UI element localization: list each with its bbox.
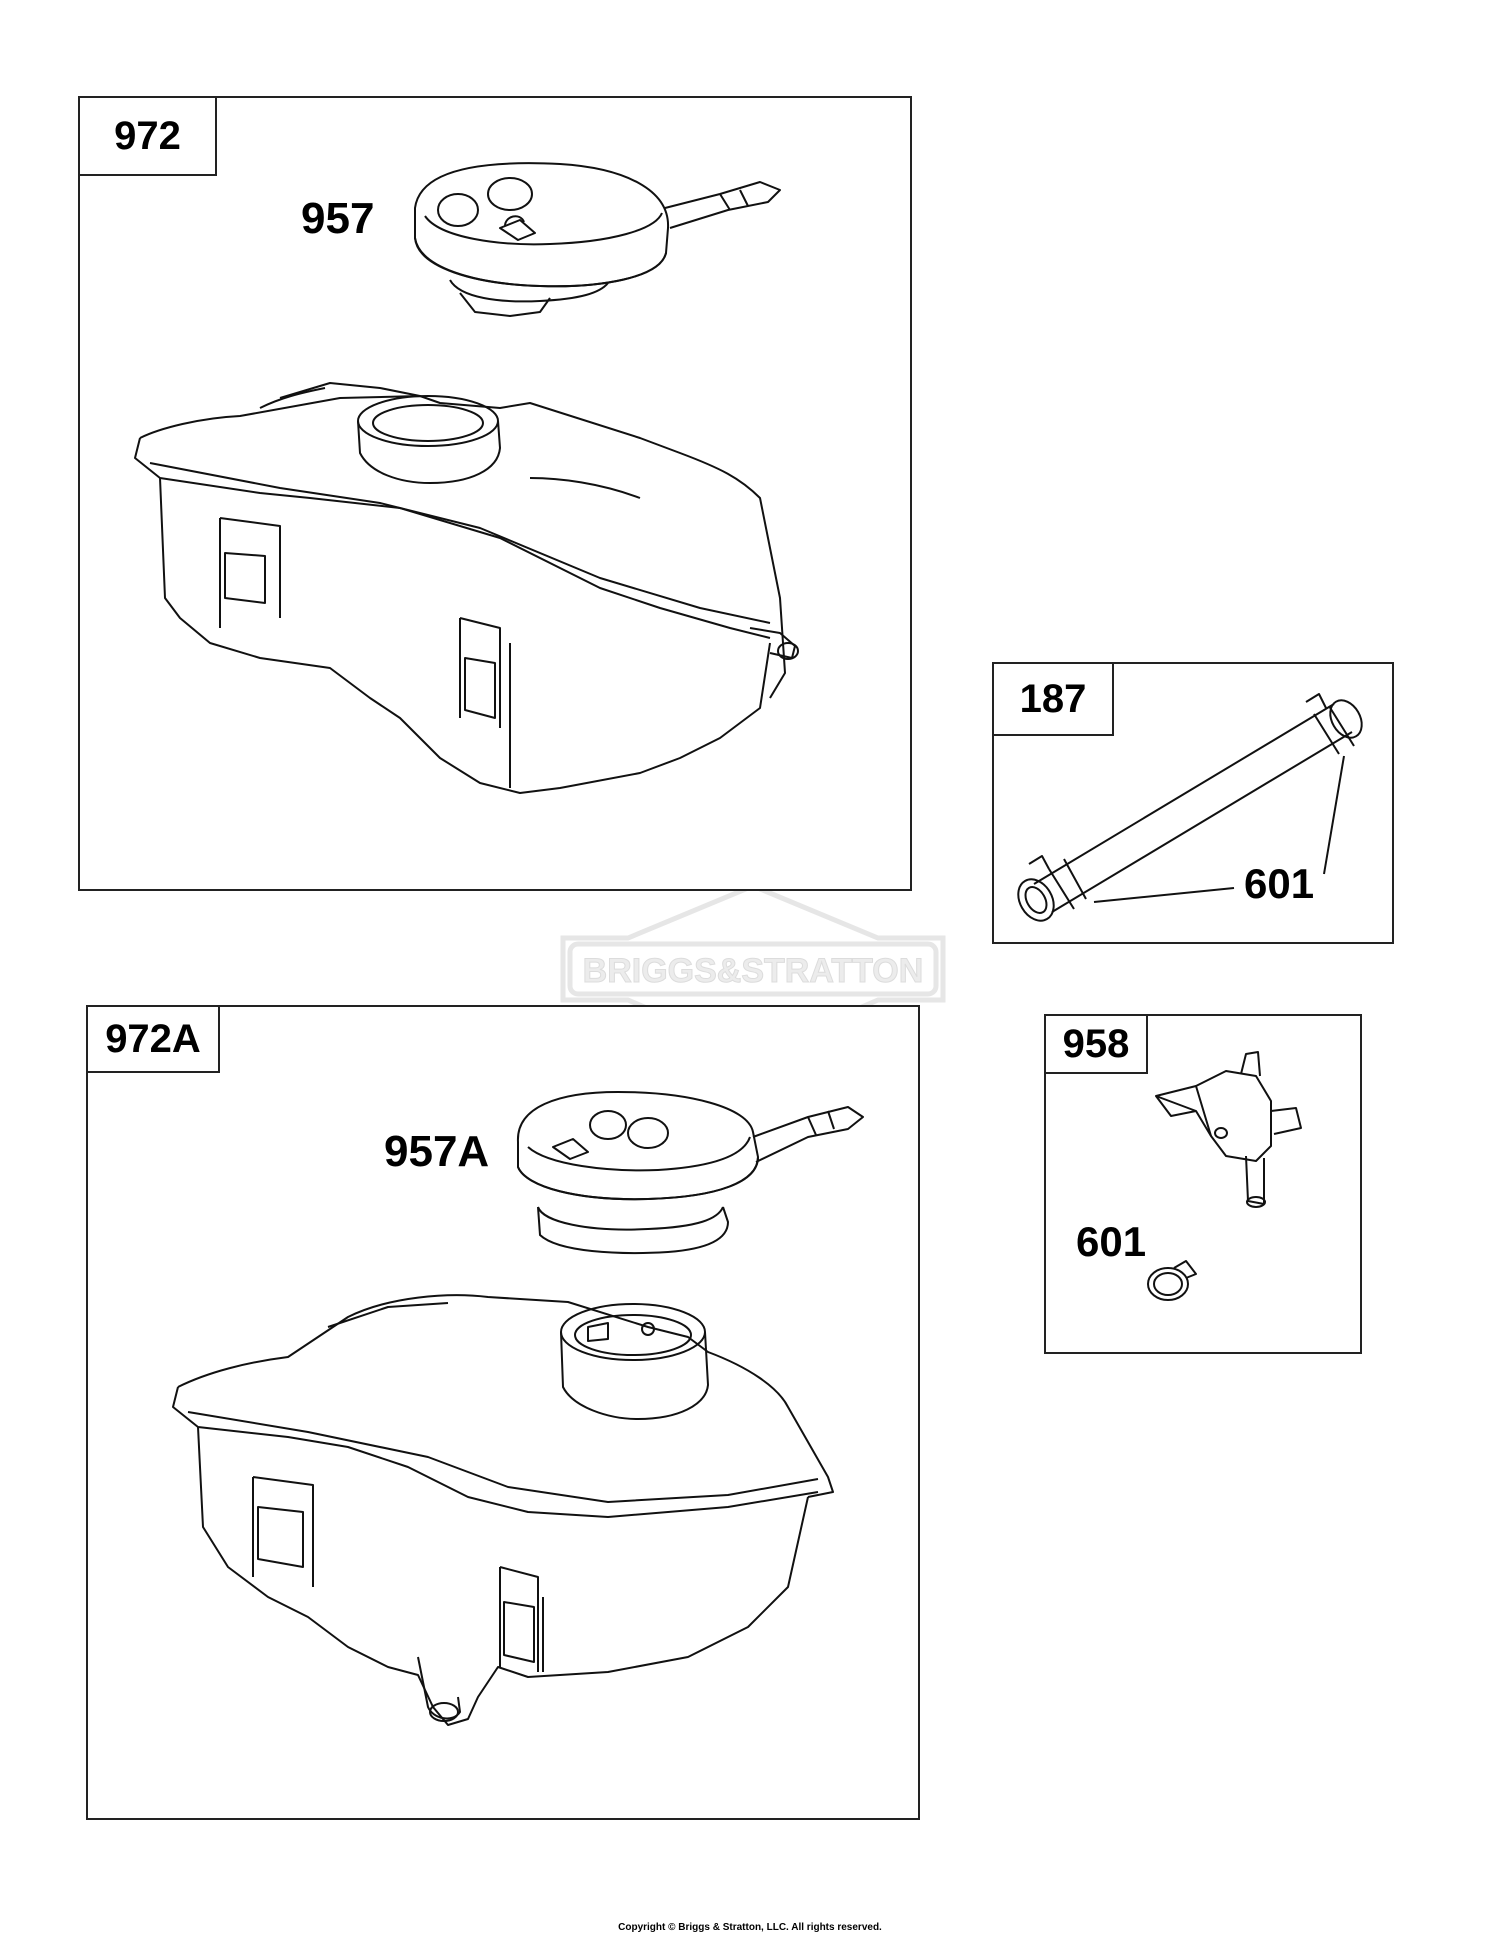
shutoff-valve-drawing (1147, 1051, 1302, 1301)
copyright-footer: Copyright © Briggs & Stratton, LLC. All … (618, 1922, 882, 1933)
brand-watermark-logo: BRIGGS&STRATTON (560, 883, 946, 1057)
fuel-cap-957a-drawing (516, 1091, 864, 1254)
callout-601-valve: 601 (1076, 1218, 1147, 1265)
panel-tag-972a: 972A (86, 1005, 220, 1073)
panel-187: 187 601 (992, 662, 1394, 944)
watermark-text: BRIGGS&STRATTON (583, 952, 924, 990)
callout-957: 957 (301, 194, 375, 243)
fuel-line-hose-drawing (1017, 693, 1363, 922)
callout-601-hose: 601 (1244, 860, 1315, 907)
tank-972a-drawing (172, 1294, 834, 1726)
fuel-cap-957-drawing (414, 162, 781, 317)
panel-958: 958 601 (1044, 1014, 1362, 1354)
panel-tag-958: 958 (1044, 1014, 1148, 1074)
fuel-tank-972a-drawing (172, 1091, 864, 1726)
callout-957a: 957A (384, 1127, 490, 1176)
panel-972: 972 957 (78, 96, 912, 891)
panel-tag-972: 972 (78, 96, 217, 176)
tank-972-drawing (134, 382, 799, 794)
panel-tag-187: 187 (992, 662, 1114, 736)
fuel-tank-972-drawing (134, 162, 799, 794)
panel-972a: 972A 957A (86, 1005, 920, 1820)
